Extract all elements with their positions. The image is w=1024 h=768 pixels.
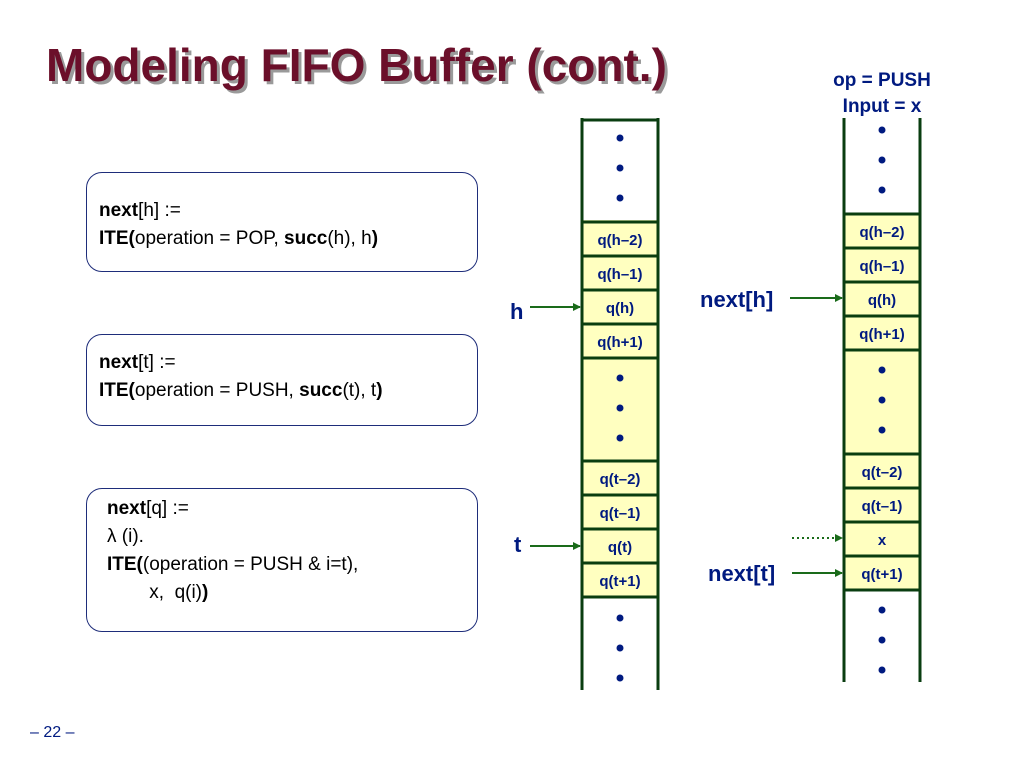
def-text: [h] := bbox=[138, 200, 181, 221]
next-q-definition-box: next[q] := λ (i). ITE((operation = PUSH … bbox=[86, 488, 478, 632]
closing-paren: ) bbox=[202, 582, 209, 603]
def-text: operation = POP, bbox=[134, 228, 285, 249]
cell-q-h-plus-1: q(h+1) bbox=[597, 334, 642, 351]
pointer-label-next-t: next[t] bbox=[708, 561, 775, 586]
cell-q-t-plus-1: q(t+1) bbox=[599, 573, 640, 590]
input-x-text: Input = x bbox=[842, 96, 922, 117]
cell-x-new-value: x bbox=[878, 532, 887, 549]
keyword-next: next bbox=[99, 200, 139, 221]
page-number: – 22 – bbox=[30, 724, 75, 741]
cell-q-h-minus-2: q(h–2) bbox=[598, 232, 643, 249]
cell-q-h-minus-1: q(h–1) bbox=[598, 266, 643, 283]
keyword-ite: ITE( bbox=[99, 228, 135, 249]
cell-q-h-minus-2: q(h–2) bbox=[860, 224, 905, 241]
cell-q-t: q(t) bbox=[608, 539, 632, 556]
def-text: (h), h bbox=[327, 228, 372, 249]
def-text: [t] := bbox=[138, 352, 176, 373]
closing-paren: ) bbox=[371, 228, 379, 249]
cell-q-h-plus-1: q(h+1) bbox=[859, 326, 904, 343]
cell-q-h: q(h) bbox=[868, 292, 896, 309]
def-text: [q] := bbox=[146, 498, 189, 519]
pointer-label-h: h bbox=[510, 299, 523, 324]
cell-q-t-minus-1: q(t–1) bbox=[862, 498, 903, 515]
cell-q-h: q(h) bbox=[606, 300, 634, 317]
ellipsis-dots bbox=[878, 126, 886, 674]
def-text: (i). bbox=[116, 526, 144, 547]
current-buffer-stack: q(h–2) q(h–1) q(h) q(h+1) q(t–2) q(t–1) … bbox=[580, 118, 660, 690]
def-text: (t), t bbox=[342, 380, 377, 401]
pointer-label-t: t bbox=[514, 532, 522, 557]
def-text: x, q(i) bbox=[107, 582, 203, 603]
lambda-symbol: λ bbox=[107, 526, 117, 547]
cell-q-t-plus-1: q(t+1) bbox=[861, 566, 902, 583]
cell-q-t-minus-2: q(t–2) bbox=[862, 464, 903, 481]
keyword-succ: succ bbox=[284, 228, 328, 249]
cell-q-t-minus-1: q(t–1) bbox=[600, 505, 641, 522]
keyword-next: next bbox=[99, 352, 139, 373]
op-push-text: op = PUSH bbox=[833, 70, 931, 91]
buffer-top-region bbox=[844, 118, 920, 214]
cell-q-h-minus-1: q(h–1) bbox=[860, 258, 905, 275]
buffer-bottom-region bbox=[582, 596, 658, 690]
next-h-definition-box: next[h] := ITE(operation = POP, succ(h),… bbox=[86, 172, 478, 272]
ellipsis-dots bbox=[616, 134, 624, 682]
keyword-ite: ITE( bbox=[99, 380, 135, 401]
closing-paren: ) bbox=[376, 380, 383, 401]
keyword-ite: ITE( bbox=[107, 554, 143, 575]
keyword-next: next bbox=[107, 498, 147, 519]
slide-title: Modeling FIFO Buffer (cont.) bbox=[46, 39, 667, 91]
cell-q-t-minus-2: q(t–2) bbox=[600, 471, 641, 488]
next-t-definition-box: next[t] := ITE(operation = PUSH, succ(t)… bbox=[86, 334, 478, 426]
next-buffer-stack: q(h–2) q(h–1) q(h) q(h+1) q(t–2) q(t–1) … bbox=[842, 118, 922, 682]
def-text: (operation = PUSH & i=t), bbox=[142, 554, 359, 575]
keyword-succ: succ bbox=[299, 380, 343, 401]
pointer-label-next-h: next[h] bbox=[700, 287, 773, 312]
operation-label: op = PUSH Input = x bbox=[812, 68, 952, 120]
def-text: operation = PUSH, bbox=[134, 380, 300, 401]
